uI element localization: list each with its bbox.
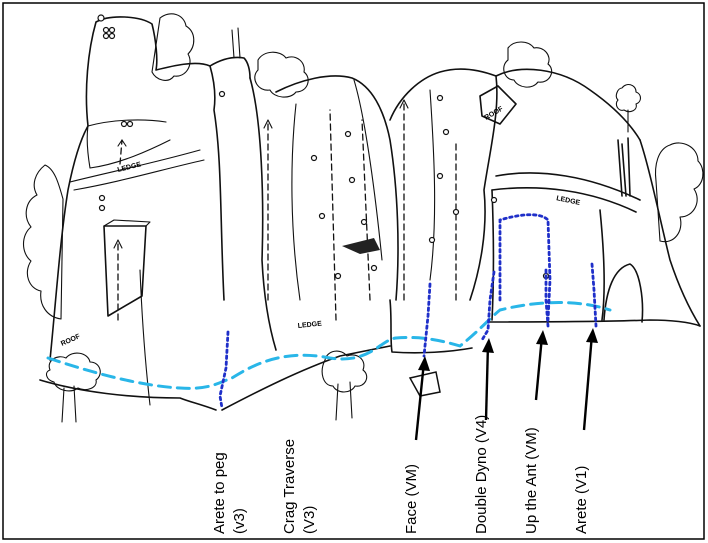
right-base (489, 319, 701, 327)
arrow-up-the-ant-pointer (534, 335, 544, 401)
label-face: Face (VM) (403, 464, 420, 534)
pillar (103, 225, 147, 317)
upper-right-bulge (495, 68, 641, 141)
central-block-inner (429, 89, 436, 281)
pillar-top (103, 219, 151, 227)
ledge-label-right: LEDGE (556, 195, 581, 207)
central-block (389, 68, 498, 301)
left-tree (22, 164, 64, 320)
route-lines (218, 213, 598, 410)
top-left-tree (151, 13, 195, 81)
route-labels: Arete to peg (v3) Crag Traverse (V3) Fac… (211, 415, 590, 534)
arrow-face-pointer (414, 361, 426, 441)
label-arete: Arete (V1) (573, 466, 590, 534)
route-arrows (113, 99, 457, 321)
bottom-middle-tree (321, 350, 368, 421)
label-arete-to-peg-line2: (v3) (231, 508, 248, 534)
label-arete-to-peg-line1: Arete to peg (211, 452, 228, 534)
right-ledge (491, 172, 641, 213)
crag-traverse-line (46, 301, 612, 390)
label-up-the-ant: Up the Ant (VM) (523, 427, 540, 534)
central-base (389, 299, 473, 354)
flake-middle (342, 238, 380, 254)
roof-block (479, 85, 517, 125)
pointer-arrows (414, 328, 598, 441)
middle-buttress-top (275, 75, 399, 301)
notch-post (231, 27, 241, 59)
ledge-left-line (69, 149, 205, 191)
roof-label-right: ROOF (484, 105, 506, 122)
middle-buttress-left (249, 77, 277, 351)
route-arete (590, 262, 598, 328)
center-bush (254, 51, 309, 98)
route-up-the-ant (544, 268, 550, 328)
left-base-line (139, 269, 151, 406)
bolts (97, 14, 550, 280)
label-double-dyno: Double Dyno (V4) (473, 415, 490, 534)
middle-base (221, 345, 391, 411)
label-crag-traverse-line1: Crag Traverse (281, 439, 298, 534)
notch (209, 56, 251, 79)
bottom-left-tree (45, 352, 101, 423)
cave (603, 263, 644, 323)
right-outer (639, 139, 701, 327)
route-double-dyno (480, 270, 496, 342)
right-trunk (617, 137, 631, 197)
arrow-double-dyno-pointer (484, 343, 490, 421)
arrow-summit (119, 139, 123, 165)
route-face (422, 282, 432, 358)
middle-buttress-inner (291, 103, 301, 301)
arrow-middle2 (361, 119, 371, 301)
label-crag-traverse-line2: (V3) (301, 506, 318, 534)
route-arete-to-peg (218, 330, 230, 410)
right-wall (491, 189, 605, 321)
ledge-label-middle: LEDGE (297, 320, 322, 330)
arrow-arete-pointer (582, 333, 594, 431)
right-bush (503, 41, 553, 88)
feature-labels: LEDGE LEDGE LEDGE ROOF ROOF (60, 105, 581, 397)
summit-block (86, 119, 171, 169)
rock-outlines (39, 16, 701, 411)
middle-buttress-inner2 (353, 79, 383, 261)
left-base (39, 379, 217, 411)
far-right-tree (654, 142, 704, 243)
arrow-middle (329, 109, 337, 321)
boulder-marker (408, 371, 441, 397)
roof-label-left: ROOF (60, 333, 82, 348)
route-double-dyno-upper (498, 213, 552, 322)
small-bush (615, 83, 642, 133)
left-buttress (49, 16, 225, 361)
